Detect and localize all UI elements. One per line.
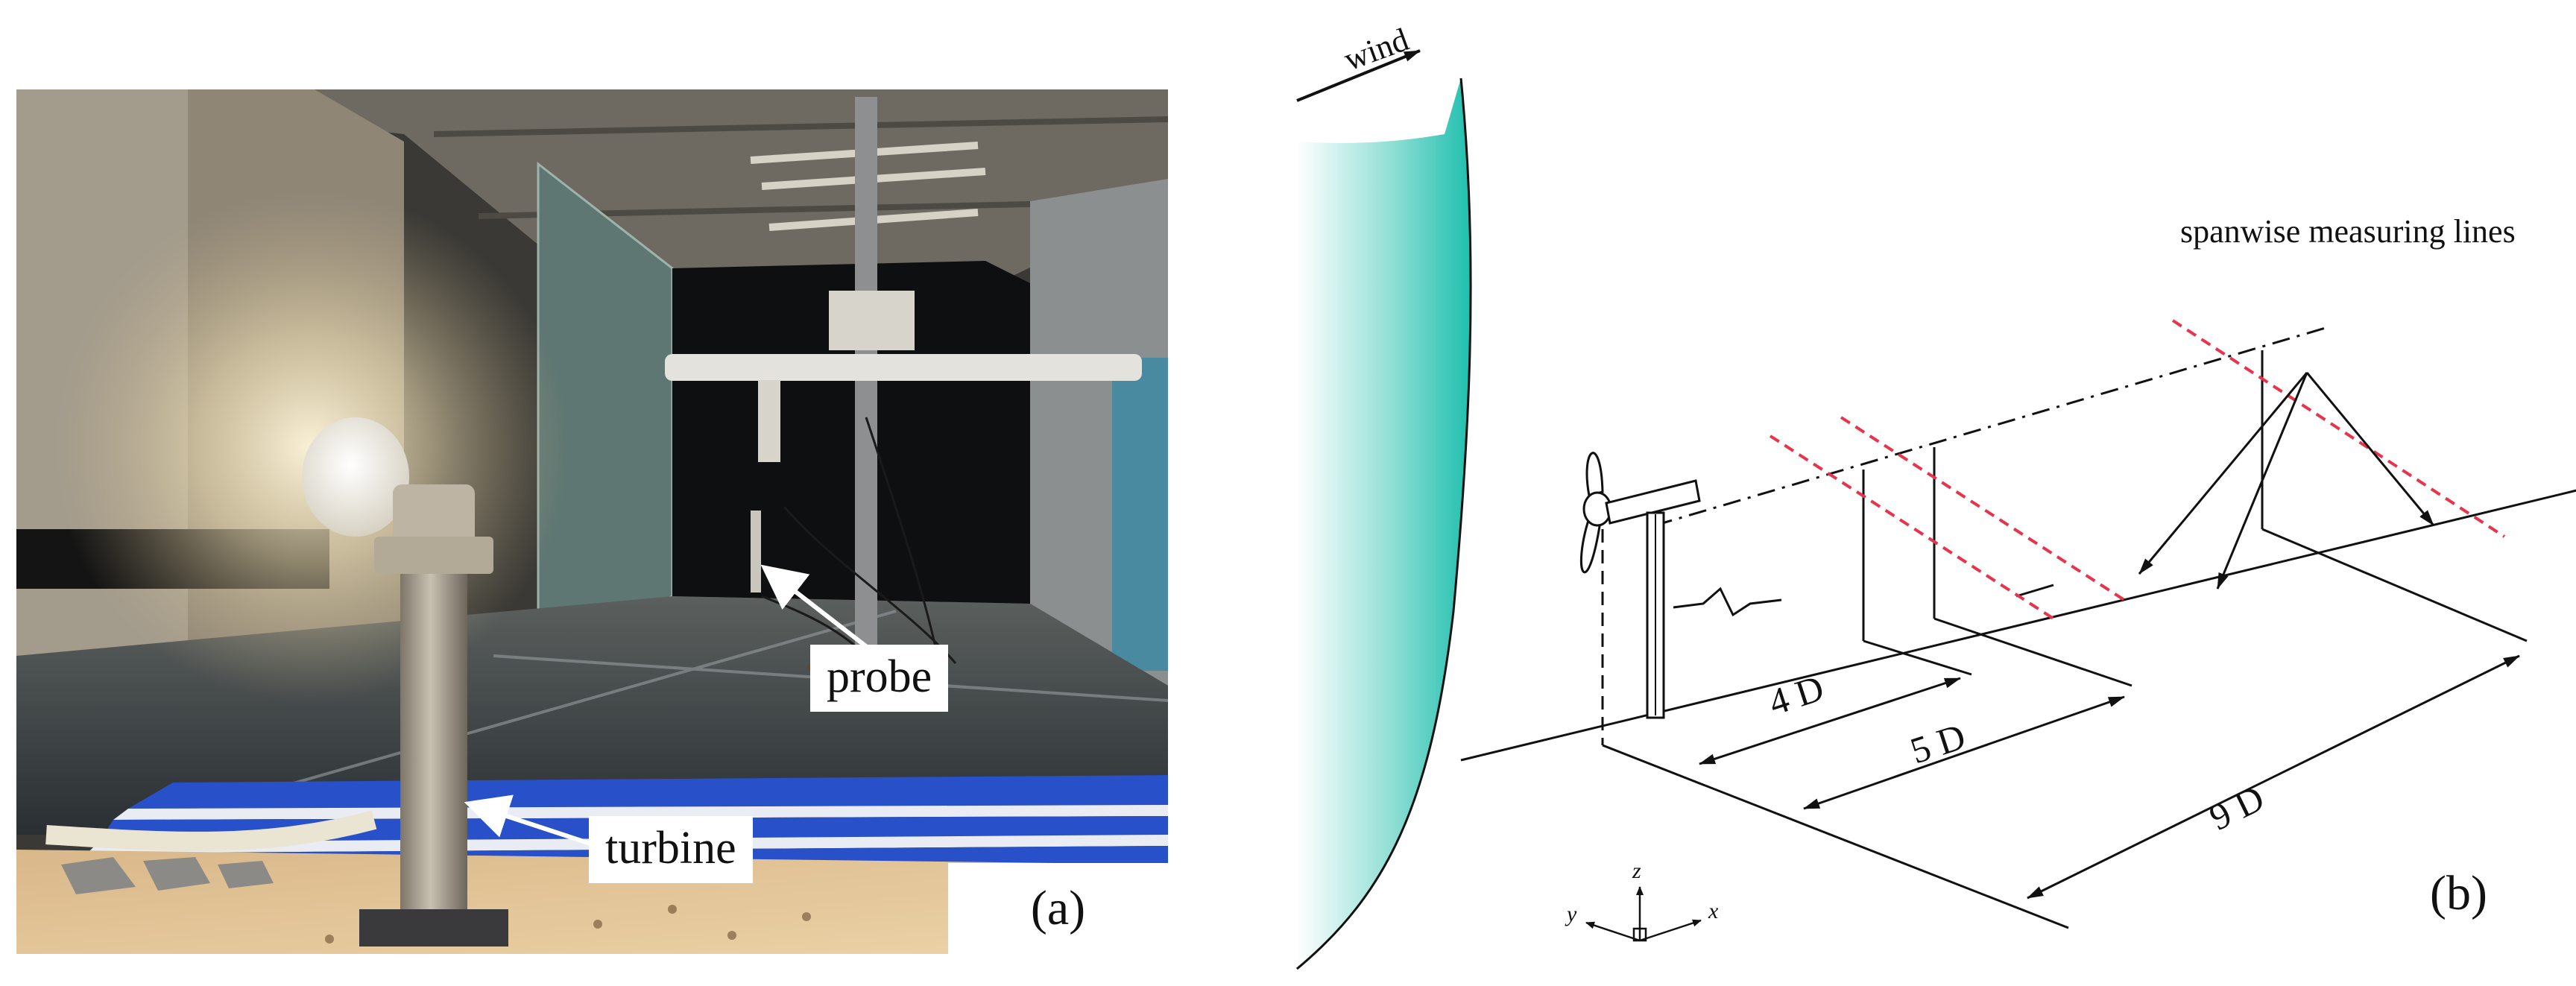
spanwise-measuring-lines [1769,319,2506,620]
wooden-floor [16,850,1168,954]
distance-5d-label: 5 D [1905,715,1970,771]
wind-tunnel-photo: probe turbine (a) [16,89,1168,954]
coordinate-axes [1585,886,1702,942]
measuring-lines-label: spanwise measuring lines [2180,213,2516,250]
dimension-arrow-9d [2027,654,2520,900]
experiment-schematic: wind [1267,0,2576,986]
ground-line [1460,489,2576,762]
wake-centerline [1654,326,2326,527]
power-cable [45,810,377,851]
distance-9d-label: 9 D [2203,777,2270,838]
measuring-line-leaders [2138,372,2435,590]
probe-label: probe [810,645,949,712]
turbine-label: turbine [589,816,753,883]
measuring-stations [1862,350,2264,641]
turbine-tower [359,484,508,947]
turbine-schematic [1579,452,1701,745]
turbine-arrow [464,794,591,846]
break-symbol [1673,587,1782,617]
distance-4d-label: 4 D [1764,666,1828,723]
schematic-drawing: wind [1296,21,2576,970]
glass-window [538,164,672,656]
probe-traverse [665,97,1142,678]
floor-holes [325,905,811,944]
turbine-hub [302,417,409,537]
inflow-profile [1297,78,1471,969]
x-axis-label: x [1708,899,1719,923]
tape-pieces [61,857,274,894]
panel-b-tag: (b) [2430,866,2487,920]
right-wall-blue-panel [1112,358,1168,671]
z-axis-label: z [1632,859,1641,883]
tunnel-far-end [672,261,1030,604]
probe-arrow [760,564,875,654]
inflow-profile-edge [1296,78,1472,970]
panel-a-tag: (a) [948,863,1168,954]
y-axis-label: y [1565,902,1577,926]
dimension-extension-lines [1602,528,2528,929]
wind-arrow [1296,49,1421,102]
wind-tunnel-photo-drawing [16,89,1168,954]
